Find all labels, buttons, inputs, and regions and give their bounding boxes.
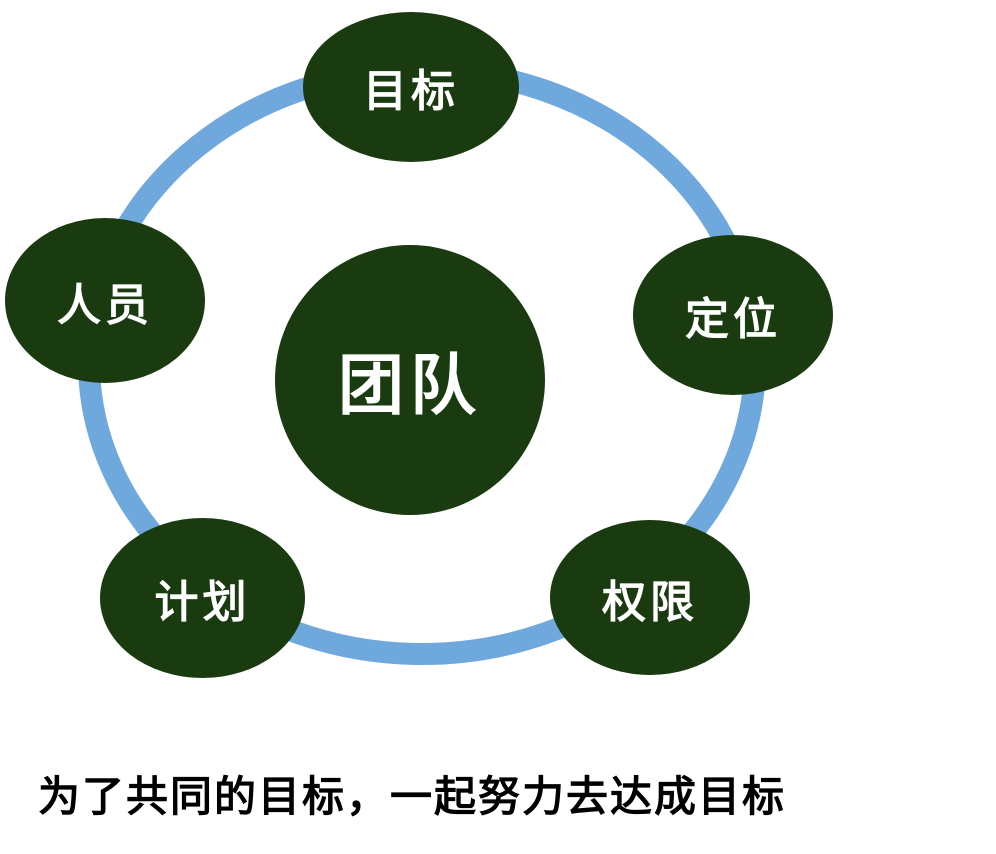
node-plan-label: 计划 — [154, 578, 251, 627]
center-node-team: 团队 — [275, 245, 545, 515]
node-authority: 权限 — [550, 520, 750, 675]
node-authority-label: 权限 — [602, 577, 698, 627]
node-position-label: 定位 — [685, 295, 781, 344]
node-personnel: 人员 — [5, 218, 205, 383]
node-goal-label: 目标 — [363, 67, 459, 116]
node-plan: 计划 — [100, 518, 305, 678]
center-node-label: 团队 — [338, 348, 482, 422]
caption-text: 为了共同的目标，一起努力去达成目标 — [38, 773, 787, 820]
node-position: 定位 — [633, 235, 833, 395]
node-personnel-label: 人员 — [57, 280, 153, 330]
node-goal: 目标 — [303, 12, 519, 162]
